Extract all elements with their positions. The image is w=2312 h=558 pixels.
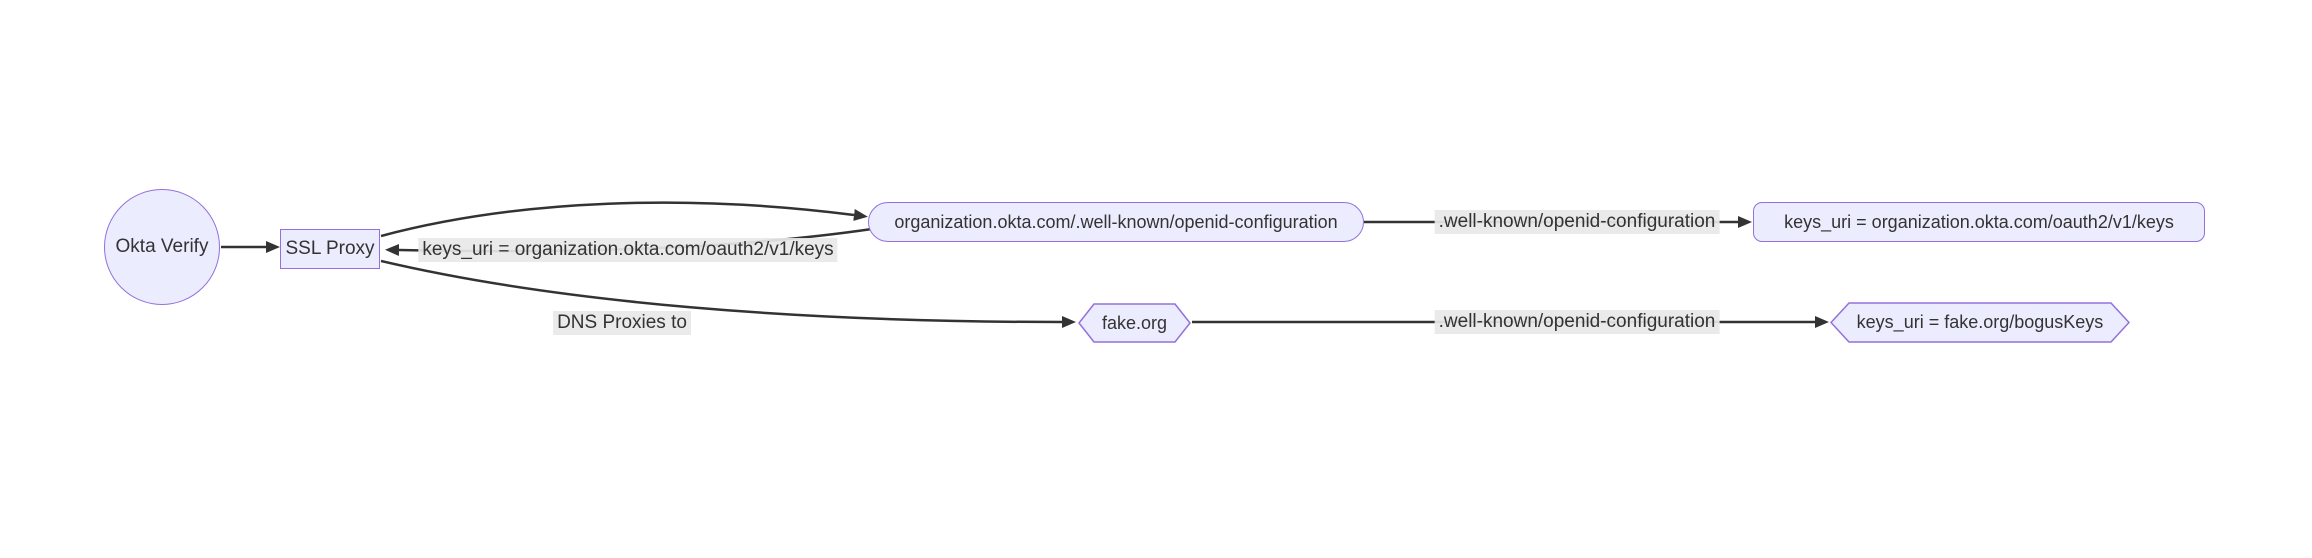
node-keys-uri-okta: keys_uri = organization.okta.com/oauth2/… (1753, 202, 2205, 242)
edge-label-dns-proxies: DNS Proxies to (553, 311, 691, 335)
hexagon-shape (1078, 303, 1191, 343)
hexagon-shape (1830, 302, 2130, 343)
edge-label-wellknown-top: .well-known/openid-configuration (1434, 210, 1720, 234)
node-okta-verify: Okta Verify (104, 189, 220, 305)
node-keys-uri-fake: keys_uri = fake.org/bogusKeys (1830, 302, 2130, 343)
node-fake-org-label: fake.org (1101, 312, 1168, 333)
edge-label-wellknown-bottom: .well-known/openid-configuration (1434, 310, 1720, 334)
node-keys-uri-fake-label: keys_uri = fake.org/bogusKeys (1856, 312, 2104, 332)
node-keys-uri-okta-label: keys_uri = organization.okta.com/oauth2/… (1784, 211, 2174, 232)
edge-ssl-proxy-to-openid-config (380, 201, 868, 238)
edge-ssl-proxy-to-fake-org (380, 259, 1076, 328)
node-openid-config-label: organization.okta.com/.well-known/openid… (894, 211, 1338, 232)
edge-label-keys-uri-return: keys_uri = organization.okta.com/oauth2/… (418, 238, 838, 262)
node-fake-org: fake.org (1078, 303, 1191, 343)
node-ssl-proxy: SSL Proxy (280, 229, 380, 269)
node-okta-verify-label: Okta Verify (115, 236, 209, 257)
node-ssl-proxy-label: SSL Proxy (285, 238, 375, 259)
node-openid-config: organization.okta.com/.well-known/openid… (868, 202, 1364, 242)
